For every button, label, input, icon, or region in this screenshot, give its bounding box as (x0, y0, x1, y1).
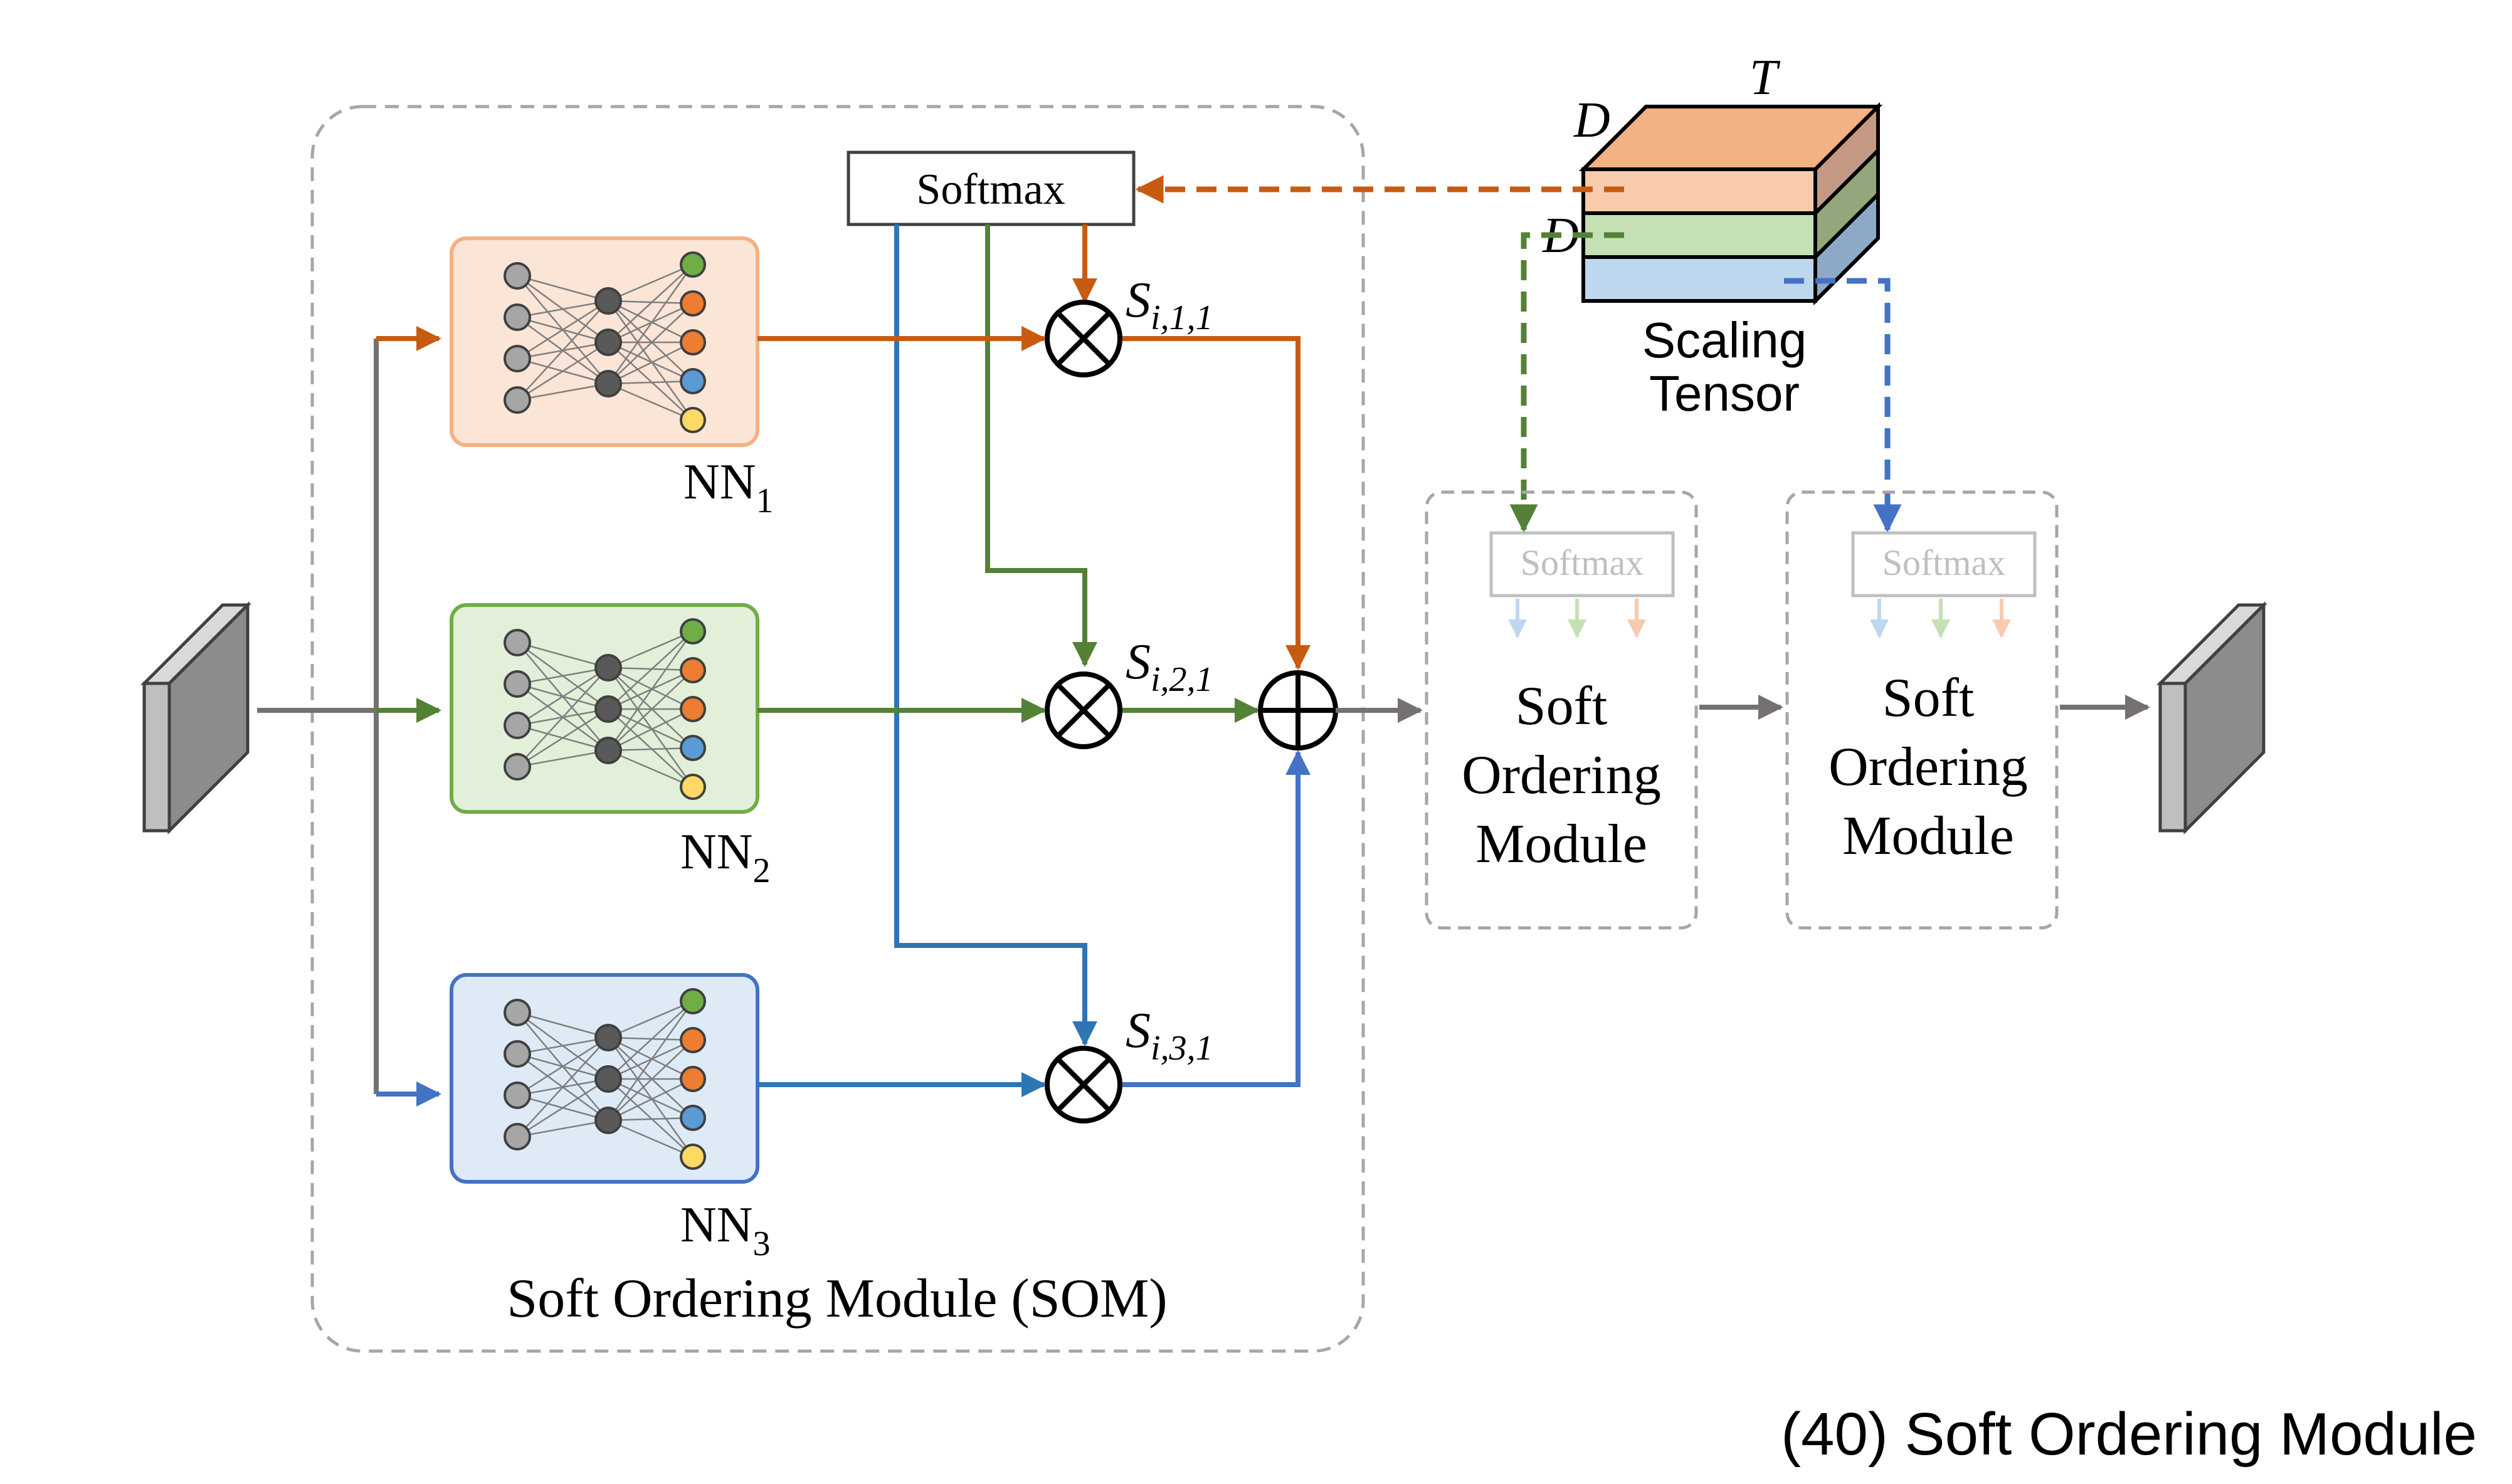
module-2-line3: Module (1842, 806, 2014, 866)
nn3-label: NN3 (680, 1197, 771, 1263)
nn-input-node (504, 1081, 531, 1109)
module-1-softmax: Softmax (1521, 542, 1644, 583)
module-2-line1: Soft (1882, 668, 1975, 729)
input-branch-lines (257, 326, 441, 1107)
input-slab (140, 601, 252, 835)
multiply-node-3 (1045, 1046, 1122, 1124)
nn-output-node (680, 1144, 706, 1170)
module-2-softmax: Softmax (1882, 542, 2006, 583)
module-1-line2: Ordering (1462, 745, 1661, 806)
softmax-output-lines (894, 224, 1097, 1046)
module-1-line3: Module (1475, 814, 1647, 875)
tensor-label-line2: Tensor (1649, 366, 1800, 421)
nn-hidden-node (594, 654, 622, 681)
nn-output-node (680, 368, 706, 394)
nn-input-node (504, 303, 531, 331)
nn2-label: NN2 (680, 824, 771, 890)
scale-label-1: Si,1,1 (1126, 273, 1213, 337)
nn-input-node (504, 999, 531, 1026)
nn-output-node (680, 329, 706, 355)
nn-output-node (680, 407, 706, 433)
nn-input-node (504, 629, 531, 656)
softmax-label: Softmax (916, 166, 1065, 214)
nn-output-node (680, 1105, 706, 1131)
nn-input-node (504, 753, 531, 781)
nn-hidden-node (594, 287, 622, 315)
neural-network-box-3 (450, 973, 759, 1184)
nn-input-node (504, 1040, 531, 1068)
nn-output-node (680, 290, 706, 317)
neural-network-box-1 (450, 236, 759, 447)
scale-label-2: Si,2,1 (1126, 634, 1213, 699)
nn-hidden-node (594, 1107, 622, 1134)
tensor-label-line1: Scaling (1642, 312, 1807, 368)
softmax-box (847, 150, 1136, 226)
nn-output-node (680, 735, 706, 761)
nn-output-node (680, 618, 706, 645)
nn1-label: NN1 (683, 455, 774, 520)
nn-output-node (680, 657, 706, 683)
nn-to-mult-lines (757, 326, 1047, 1097)
scaling-tensor (1578, 102, 1883, 306)
nn-input-node (504, 345, 531, 372)
multiply-node-1 (1045, 300, 1122, 377)
nn-output-node (680, 988, 706, 1014)
nn-input-node (504, 670, 531, 698)
tensor-dim-t: T (1749, 50, 1781, 105)
nn-input-node (504, 262, 531, 290)
nn-hidden-node (594, 737, 622, 764)
tensor-dim-d-top: D (1573, 93, 1610, 148)
nn-output-node (680, 1066, 706, 1092)
flow-arrows (1336, 695, 2150, 723)
nn-input-node (504, 386, 531, 414)
nn-output-node (680, 696, 706, 722)
sum-node (1258, 670, 1338, 750)
nn-hidden-node (594, 329, 622, 356)
module-1-line1: Soft (1516, 676, 1608, 737)
som-label: Soft Ordering Module (SOM) (507, 1268, 1167, 1329)
scale-label-3: Si,3,1 (1126, 1003, 1213, 1068)
nn-output-node (680, 774, 706, 800)
module-block-1: Softmax Soft Ordering Module (1425, 490, 1698, 930)
nn-hidden-node (594, 695, 622, 723)
nn-hidden-node (594, 370, 622, 397)
nn-input-node (504, 712, 531, 739)
output-slab (2156, 601, 2268, 835)
tensor-dashed-links (1135, 175, 1902, 533)
nn-input-node (504, 1123, 531, 1150)
nn-hidden-node (594, 1024, 622, 1051)
module-block-2: Softmax Soft Ordering Module (1785, 490, 2059, 930)
multiply-node-2 (1045, 671, 1122, 749)
nn-output-node (680, 1027, 706, 1053)
som-container (310, 105, 1365, 1353)
nn-output-node (680, 251, 706, 278)
neural-network-box-2 (450, 603, 759, 814)
nn-hidden-node (594, 1065, 622, 1093)
figure-caption: (40) Soft Ordering Module (1781, 1401, 2477, 1468)
module-2-line2: Ordering (1829, 737, 2028, 797)
mult-to-sum-lines (1122, 336, 1311, 1087)
